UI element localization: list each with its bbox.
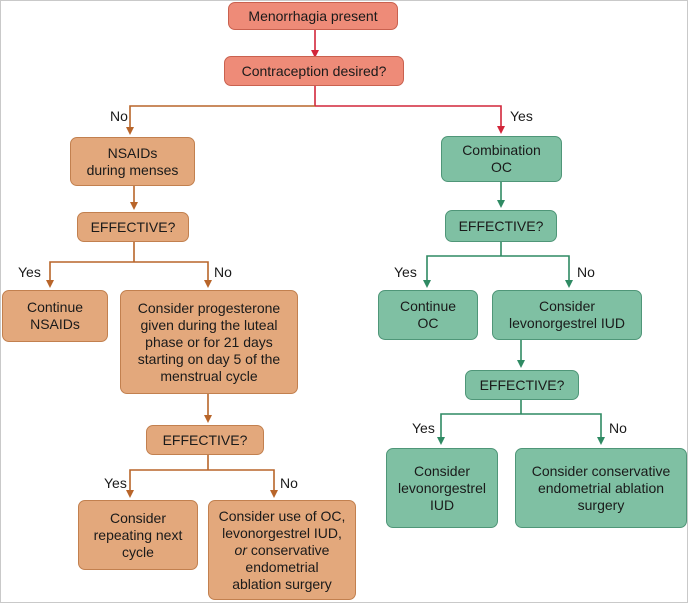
consider-ablation-node: Consider conservative endometrial ablati… bbox=[515, 448, 687, 528]
arrow-right-yes2 bbox=[437, 413, 521, 445]
effective-node-right-2: EFFECTIVE? bbox=[465, 370, 579, 400]
arrow-left-yes2 bbox=[126, 469, 208, 498]
label-no: No bbox=[577, 264, 595, 280]
continue-nsaids-node: Continue NSAIDs bbox=[2, 290, 108, 342]
arrow-left-yes1 bbox=[46, 261, 134, 288]
combination-oc-node: Combination OC bbox=[441, 136, 562, 182]
arrow-no-branch bbox=[126, 105, 315, 135]
consider-oc-iud-ablation-node: Consider use of OC, levonorgestrel IUD, … bbox=[208, 500, 356, 600]
label-yes: Yes bbox=[510, 108, 533, 124]
consider-iud-final-node: Consider levonorgestrel IUD bbox=[386, 448, 498, 528]
label-yes: Yes bbox=[394, 264, 417, 280]
consider-levonorgestrel-iud-node: Consider levonorgestrel IUD bbox=[492, 290, 642, 340]
repeat-cycle-node: Consider repeating next cycle bbox=[78, 500, 198, 570]
arrow-yes-branch bbox=[315, 105, 505, 134]
effective-node-left-1: EFFECTIVE? bbox=[77, 212, 189, 242]
label-yes: Yes bbox=[18, 264, 41, 280]
label-no: No bbox=[280, 475, 298, 491]
label-yes: Yes bbox=[412, 420, 435, 436]
label-no: No bbox=[110, 108, 128, 124]
label-no: No bbox=[214, 264, 232, 280]
start-node: Menorrhagia present bbox=[228, 2, 398, 30]
effective-node-left-2: EFFECTIVE? bbox=[146, 425, 264, 455]
arrow-right-yes1 bbox=[423, 255, 501, 288]
label-no: No bbox=[609, 420, 627, 436]
arrow-right-no1 bbox=[501, 255, 573, 288]
continue-oc-node: Continue OC bbox=[378, 290, 478, 340]
arrow-left-no2 bbox=[208, 469, 278, 498]
contraception-question-node: Contraception desired? bbox=[224, 56, 404, 86]
effective-node-right-1: EFFECTIVE? bbox=[445, 210, 557, 242]
arrow-right-no2 bbox=[521, 413, 605, 445]
label-yes: Yes bbox=[104, 475, 127, 491]
progesterone-node: Consider progesterone given during the l… bbox=[120, 290, 298, 394]
arrow-left-no1 bbox=[134, 261, 212, 288]
nsaids-node: NSAIDs during menses bbox=[70, 137, 195, 186]
